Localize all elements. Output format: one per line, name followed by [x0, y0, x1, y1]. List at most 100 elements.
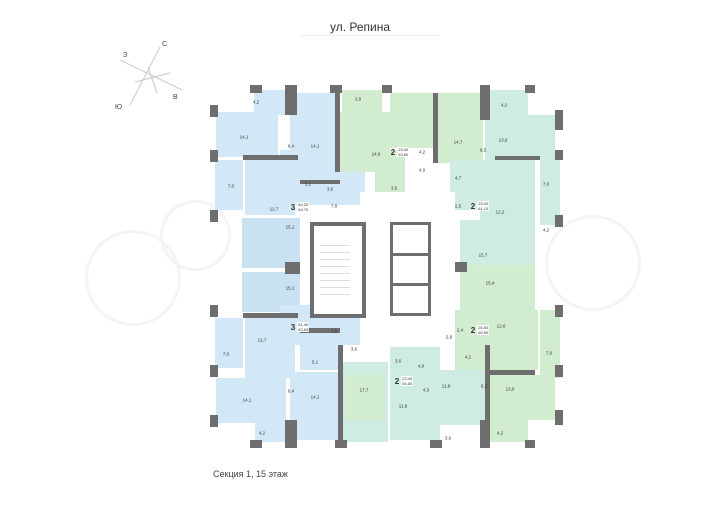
room-area: 14,1 — [239, 134, 249, 140]
room-area: 4,2 — [542, 227, 550, 233]
watermark-circle — [160, 200, 231, 271]
room — [215, 318, 243, 368]
room-area: 4,2 — [258, 430, 266, 436]
wall — [300, 180, 340, 184]
elevator — [390, 253, 431, 286]
room — [216, 112, 278, 157]
room — [242, 218, 300, 268]
room-area: 7,0 — [227, 183, 235, 189]
wall — [490, 370, 535, 375]
street-name: ул. Репина — [329, 20, 391, 34]
elevator — [390, 222, 431, 256]
wall — [330, 85, 342, 93]
room-area: 7,0 — [542, 181, 550, 187]
wall — [285, 85, 297, 115]
unit-total-area: 53,60 — [398, 152, 409, 157]
room-area: 13,9 — [505, 386, 515, 392]
wall — [300, 328, 340, 333]
unit-total-area: 61,10 — [478, 206, 489, 211]
watermark-circle — [545, 215, 641, 311]
watermark-circle — [85, 230, 181, 326]
room-area: 4,0 — [418, 167, 426, 173]
room — [300, 340, 340, 370]
room — [438, 93, 483, 163]
wall — [335, 90, 340, 172]
room-area: 7,0 — [222, 351, 230, 357]
room — [455, 310, 490, 370]
room — [490, 310, 538, 370]
unit-living-area: 29,40 — [398, 147, 409, 152]
room-area: 7,0 — [545, 350, 553, 356]
room-area: 7,8 — [330, 328, 338, 334]
room-area: 5,1 — [304, 181, 312, 187]
street-line — [300, 35, 440, 36]
room — [540, 310, 560, 378]
wall — [210, 365, 218, 377]
compass-north: С — [162, 41, 168, 48]
room-area: 12,2 — [495, 209, 505, 215]
room — [460, 220, 535, 265]
wall — [555, 410, 563, 425]
room-area: 15,1 — [285, 224, 295, 230]
room — [488, 420, 528, 442]
section-floor-caption: Секция 1, 15 этаж — [213, 469, 288, 479]
room-area: 13,9 — [498, 137, 508, 143]
room-area: 14,1 — [242, 397, 252, 403]
unit-total-area: 54,50 — [402, 381, 413, 386]
room-area: 3,6 — [444, 435, 452, 441]
room — [390, 93, 438, 148]
room-area: 14,1 — [310, 143, 320, 149]
room-area: 2,5 — [454, 203, 462, 209]
room — [215, 160, 243, 210]
room — [290, 93, 338, 158]
room-area: 6,4 — [287, 143, 295, 149]
unit-room-count: 2 — [390, 147, 396, 157]
room-area: 11,8 — [441, 383, 451, 389]
wall — [210, 305, 218, 317]
room-area: 14,1 — [310, 394, 320, 400]
room — [460, 265, 535, 310]
room-area: 4,3 — [422, 387, 430, 393]
compass-south: Ю — [115, 104, 123, 111]
wall — [525, 85, 535, 93]
wall — [210, 150, 218, 162]
room-area: 3,6 — [326, 186, 334, 192]
room-area: 4,2 — [418, 149, 426, 155]
room-area: 5,1 — [311, 359, 319, 365]
room — [485, 375, 555, 420]
room-area: 4,2 — [252, 99, 260, 105]
wall — [455, 262, 467, 272]
room — [255, 420, 287, 442]
room-area: 15,7 — [478, 252, 488, 258]
unit-room-count: 3 — [290, 322, 296, 332]
room — [290, 372, 338, 440]
wall — [243, 155, 298, 160]
unit-living-area: 25,00 — [478, 201, 489, 206]
room-area: 15,1 — [285, 285, 295, 291]
unit-living-area: 61,40 — [298, 322, 309, 327]
room-area: 4,2 — [500, 102, 508, 108]
room-area: 2,9 — [445, 334, 453, 340]
wall — [430, 440, 442, 448]
room-area: 12,6 — [496, 323, 506, 329]
room — [342, 90, 382, 115]
wall — [210, 210, 218, 222]
room-area: 4,2 — [496, 430, 504, 436]
unit-living-area: 26,50 — [478, 325, 489, 330]
room-area: 4,7 — [454, 175, 462, 181]
room-area: 2,9 — [354, 96, 362, 102]
unit-room-count: 2 — [394, 376, 400, 386]
room — [375, 150, 405, 192]
wall — [433, 93, 438, 163]
unit-total-area: 64,70 — [298, 207, 309, 212]
elevator — [390, 283, 431, 316]
room-area: 14,8 — [371, 151, 381, 157]
wall — [338, 345, 343, 445]
